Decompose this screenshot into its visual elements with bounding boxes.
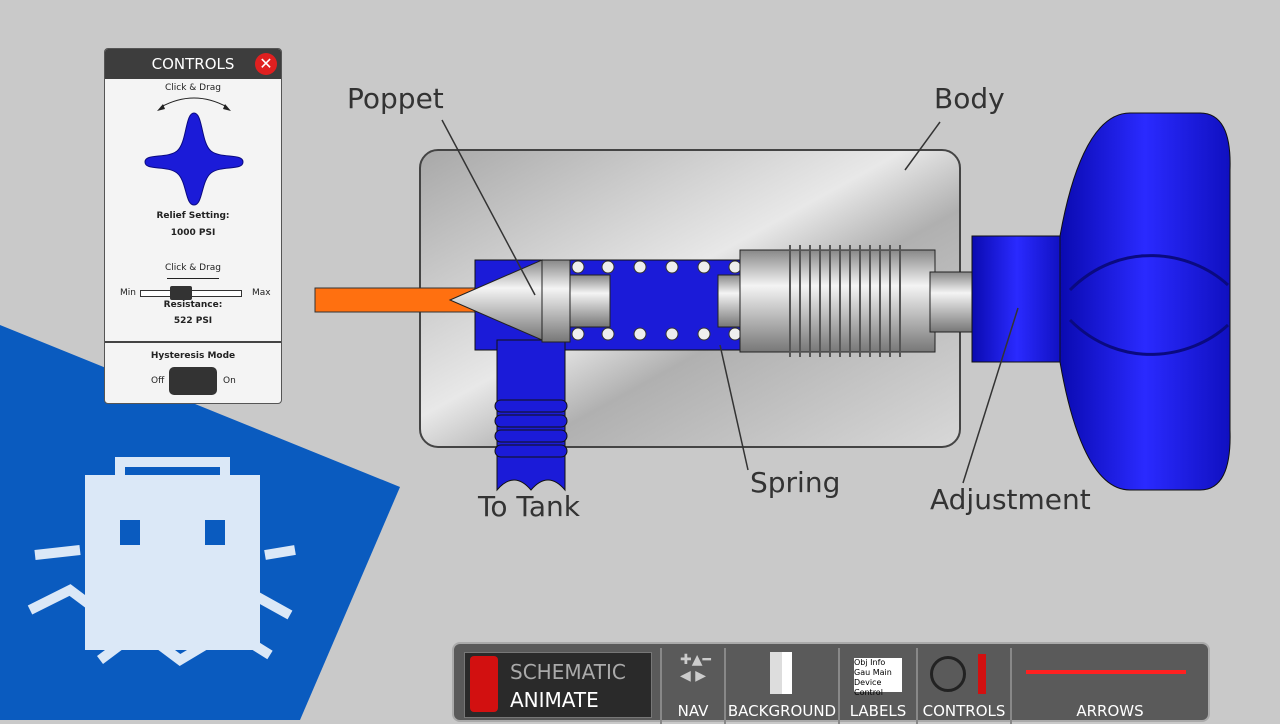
slider-hint: Click & Drag (164, 263, 222, 273)
hysteresis-toggle[interactable] (169, 367, 217, 395)
adjustment-knob (1059, 112, 1231, 491)
slider-max: Max (252, 288, 271, 298)
nav-arrows-icon: ✚▲━◀ ▶ (680, 652, 711, 684)
slider-min: Min (120, 288, 136, 298)
relief-knob[interactable] (141, 93, 247, 211)
bottom-toolbar: SCHEMATIC ANIMATE ✚▲━◀ ▶ NAV BACKGROUND … (452, 642, 1210, 724)
label-body: Body (934, 82, 1005, 115)
flow-arrows-icon (1026, 670, 1186, 674)
tank-fitting (494, 399, 568, 458)
background-button[interactable]: BACKGROUND (726, 648, 840, 724)
label-poppet: Poppet (347, 82, 444, 115)
adjustment-knob-hub (971, 235, 1063, 363)
close-icon[interactable]: ✕ (255, 53, 277, 75)
slider-thumb[interactable] (170, 286, 192, 300)
spring (571, 260, 742, 341)
label-spring: Spring (750, 466, 841, 499)
schematic-label: SCHEMATIC (510, 660, 626, 684)
nav-button[interactable]: ✚▲━◀ ▶ NAV (660, 648, 726, 724)
resistance-label: Resistance: (163, 300, 223, 310)
hysteresis-label: Hysteresis Mode (150, 351, 236, 361)
controls-panel: CONTROLS ✕ Click & Drag Relief Setting: … (104, 48, 282, 404)
screw-threads (789, 245, 901, 357)
steering-wheel-icon (930, 656, 966, 692)
relief-setting-label: Relief Setting: (156, 211, 230, 221)
drag-arrow-icon (167, 278, 219, 279)
animate-label: ANIMATE (510, 688, 599, 712)
schematic-animate-toggle[interactable]: SCHEMATIC ANIMATE (460, 648, 660, 724)
labels-button[interactable]: Obj Info Gau Main Device Control LABELS (840, 648, 918, 724)
adjustment-screw (739, 249, 936, 353)
knob-hint: Click & Drag (164, 83, 222, 93)
arrows-button[interactable]: ARROWS (1012, 648, 1208, 724)
controls-button[interactable]: CONTROLS (918, 648, 1012, 724)
toggle-off-label: Off (151, 376, 165, 386)
toolbox-logo-icon (27, 457, 296, 667)
toggle-on-label: On (223, 376, 236, 386)
labels-icon: Obj Info Gau Main Device Control (854, 658, 902, 697)
label-to-tank: To Tank (478, 490, 580, 523)
layers-icon (770, 652, 782, 694)
label-leaders (441, 119, 1019, 484)
label-adjustment: Adjustment (930, 483, 1091, 516)
joystick-icon (978, 654, 986, 694)
switch-icon (470, 656, 498, 712)
controls-panel-title: CONTROLS (105, 49, 281, 79)
relief-setting-value: 1000 PSI (170, 228, 216, 238)
resistance-slider[interactable] (140, 286, 242, 300)
resistance-value: 522 PSI (173, 316, 213, 326)
